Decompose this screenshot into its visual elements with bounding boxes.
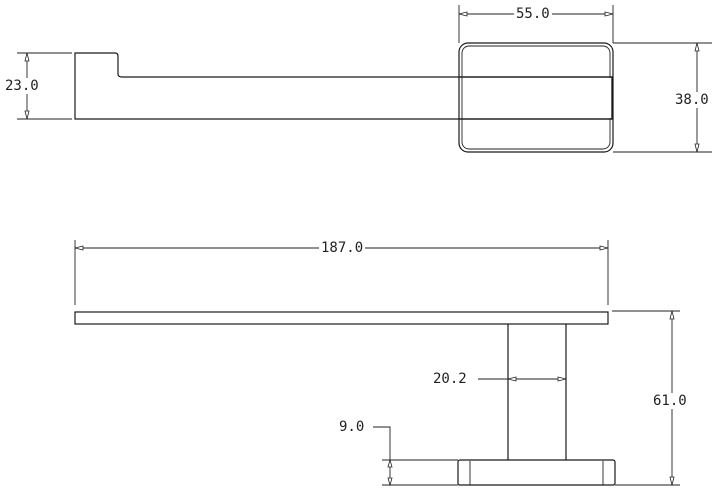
rosette-outer	[458, 42, 614, 153]
base	[457, 459, 616, 486]
dim-38-arrows	[694, 42, 700, 153]
dim-55-arrows	[458, 11, 614, 17]
dim-label-20: 20.2	[431, 371, 469, 387]
dim-label-9: 9.0	[337, 419, 367, 435]
handle-end	[459, 76, 613, 120]
top-view	[17, 5, 712, 153]
dim-label-23: 23.0	[3, 78, 41, 94]
bar	[74, 311, 609, 325]
dim-61-arrows	[669, 310, 675, 486]
dim-9-arrows	[387, 458, 393, 487]
dim-20-arrows	[507, 376, 567, 382]
dim-187-arrows	[74, 245, 609, 251]
dim-label-61: 61.0	[651, 393, 689, 409]
base-inner-lines	[469, 461, 604, 485]
handle-outline	[74, 52, 613, 120]
dim-23-arrows	[24, 52, 30, 120]
handle-overlay	[463, 78, 611, 118]
dim-label-38: 38.0	[673, 92, 711, 108]
stem	[507, 324, 567, 460]
dim-label-55: 55.0	[514, 6, 552, 22]
front-view	[74, 240, 680, 487]
dim-9-leader	[373, 426, 458, 486]
dim-label-187: 187.0	[319, 240, 366, 256]
